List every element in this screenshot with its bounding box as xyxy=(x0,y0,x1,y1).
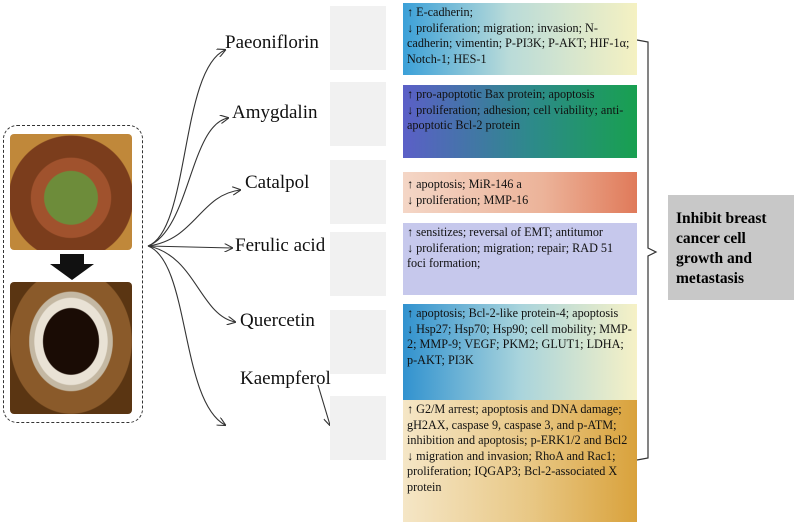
herbal-ingredients-image xyxy=(10,134,132,250)
connector-kaempferol xyxy=(147,245,225,425)
structure-quercetin xyxy=(330,310,386,374)
connector-quercetin xyxy=(147,245,235,322)
upregulated-effects: ↑ E-cadherin; xyxy=(407,5,473,19)
downregulated-effects: ↓ Hsp27; Hsp70; Hsp90; cell mobility; MM… xyxy=(407,321,632,367)
connector-amygdalin xyxy=(147,118,228,247)
connector-to-structure xyxy=(317,384,330,425)
upregulated-effects: ↑ G2/M arrest; apoptosis and DNA damage;… xyxy=(407,402,628,448)
effects-kaempferol: ↑ G2/M arrest; apoptosis and DNA damage;… xyxy=(403,400,637,522)
upregulated-effects: ↑ pro-apoptotic Bax protein; apoptosis xyxy=(407,87,595,101)
downregulated-effects: ↓ migration and invasion; RhoA and Rac1;… xyxy=(407,448,618,494)
effects-paeoniflorin: ↑ E-cadherin;↓ proliferation; migration;… xyxy=(403,3,637,75)
herbal-decoction-image xyxy=(10,282,132,414)
compound-name-quercetin: Quercetin xyxy=(240,310,315,331)
downregulated-effects: ↓ proliferation; migration; repair; RAD … xyxy=(407,240,614,271)
structure-kaempferol xyxy=(330,396,386,460)
compound-name-paeoniflorin: Paeoniflorin xyxy=(225,32,319,53)
connector-ferulic xyxy=(147,246,232,248)
connector-paeoniflorin xyxy=(147,50,225,247)
connector-catalpol xyxy=(147,190,240,247)
compound-name-catalpol: Catalpol xyxy=(245,172,310,193)
structure-paeoniflorin xyxy=(330,6,386,70)
upregulated-effects: ↑ sensitizes; reversal of EMT; antitumor xyxy=(407,225,603,239)
structure-amygdalin xyxy=(330,82,386,146)
effects-quercetin: ↑ apoptosis; Bcl-2-like protein-4; apopt… xyxy=(403,304,637,400)
structure-catalpol xyxy=(330,160,386,224)
downregulated-effects: ↓ proliferation; adhesion; cell viabilit… xyxy=(407,102,624,133)
effects-amygdalin: ↑ pro-apoptotic Bax protein; apoptosis↓ … xyxy=(403,85,637,158)
downregulated-effects: ↓ proliferation; migration; invasion; N-… xyxy=(407,20,630,66)
effects-catalpol: ↑ apoptosis; MiR-146 a↓ proliferation; M… xyxy=(403,172,637,213)
structure-ferulic-acid xyxy=(330,232,386,296)
compound-name-kaempferol: Kaempferol xyxy=(240,368,331,389)
compound-name-amygdalin: Amygdalin xyxy=(232,102,318,123)
effects-ferulic-acid: ↑ sensitizes; reversal of EMT; antitumor… xyxy=(403,223,637,295)
upregulated-effects: ↑ apoptosis; Bcl-2-like protein-4; apopt… xyxy=(407,306,619,320)
bracket xyxy=(636,39,658,461)
compound-name-ferulic-acid: Ferulic acid xyxy=(235,235,326,256)
down-arrow-icon xyxy=(50,254,94,280)
herb-source-panel xyxy=(3,125,143,423)
outcome-box: Inhibit breast cancer cell growth and me… xyxy=(668,195,794,300)
downregulated-effects: ↓ proliferation; MMP-16 xyxy=(407,192,529,207)
upregulated-effects: ↑ apoptosis; MiR-146 a xyxy=(407,177,522,191)
